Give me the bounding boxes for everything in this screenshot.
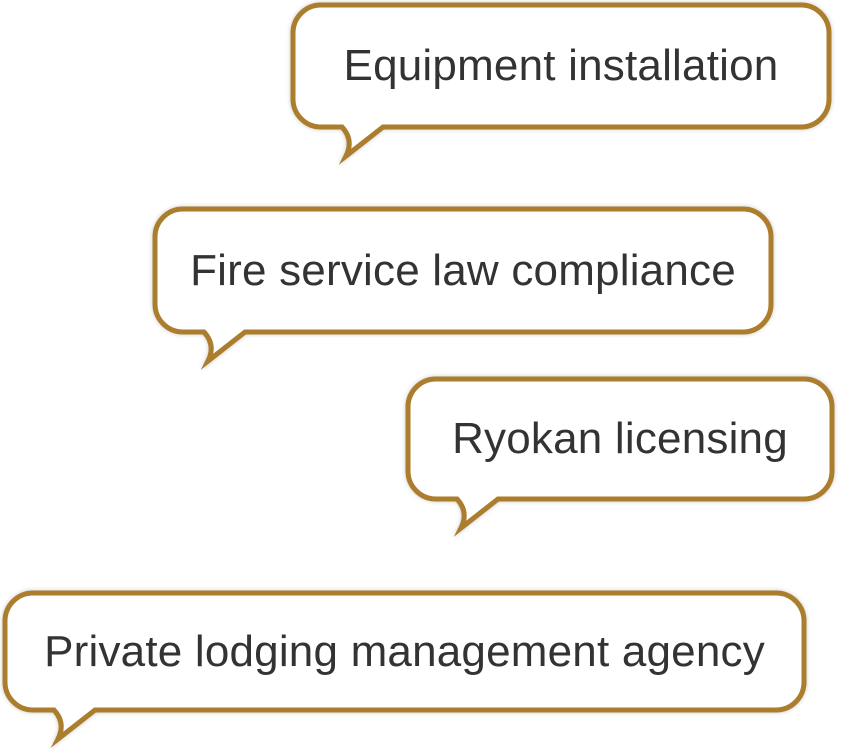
speech-bubble-outline xyxy=(2,590,807,748)
speech-bubble-outline xyxy=(405,376,835,537)
speech-bubble-outline xyxy=(290,2,832,165)
speech-bubble-ryokan-licensing: Ryokan licensing xyxy=(405,376,835,537)
speech-bubble-outline xyxy=(152,206,774,370)
bubble-label: Fire service law compliance xyxy=(190,245,736,295)
speech-bubble-private-lodging-management-agency: Private lodging management agency xyxy=(2,590,807,748)
bubble-label: Private lodging management agency xyxy=(44,626,765,676)
bubble-label: Equipment installation xyxy=(343,41,779,90)
speech-bubble-fire-service-law-compliance: Fire service law compliance xyxy=(152,206,774,370)
speech-bubble-equipment-installation: Equipment installation xyxy=(290,2,832,165)
bubble-label: Ryokan licensing xyxy=(452,414,788,463)
